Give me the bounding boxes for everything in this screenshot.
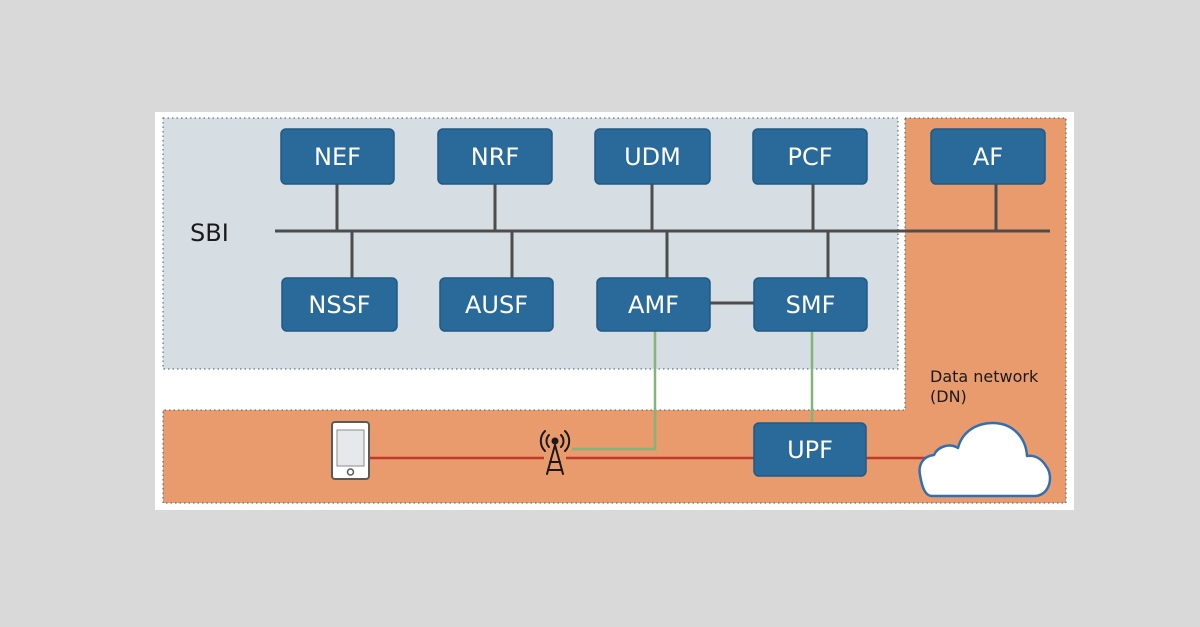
amf-ran-link [572, 331, 657, 451]
radio-tower-icon[interactable] [539, 430, 571, 475]
data-network-abbrev: (DN) [930, 387, 967, 406]
node-af[interactable]: AF [930, 128, 1046, 185]
nef-label: NEF [314, 143, 361, 171]
cloud-icon[interactable] [918, 421, 1052, 498]
sbi-label: SBI [190, 219, 229, 247]
node-ausf[interactable]: AUSF [439, 277, 554, 332]
node-smf[interactable]: SMF [753, 277, 868, 332]
pcf-label: PCF [787, 143, 832, 171]
amf-label: AMF [628, 291, 679, 319]
node-nssf[interactable]: NSSF [281, 277, 398, 332]
data-network-label: Data network [930, 367, 1039, 386]
nrf-label: NRF [471, 143, 519, 171]
af-label: AF [973, 143, 1003, 171]
node-upf[interactable]: UPF [753, 422, 867, 477]
ausf-label: AUSF [465, 291, 528, 319]
smf-label: SMF [786, 291, 836, 319]
udm-label: UDM [624, 143, 681, 171]
node-nef[interactable]: NEF [280, 128, 395, 185]
node-pcf[interactable]: PCF [752, 128, 868, 185]
node-udm[interactable]: UDM [594, 128, 711, 185]
node-amf[interactable]: AMF [596, 277, 711, 332]
upf-label: UPF [787, 436, 833, 464]
smartphone-icon[interactable] [331, 421, 370, 480]
nssf-label: NSSF [308, 291, 370, 319]
node-nrf[interactable]: NRF [437, 128, 553, 185]
